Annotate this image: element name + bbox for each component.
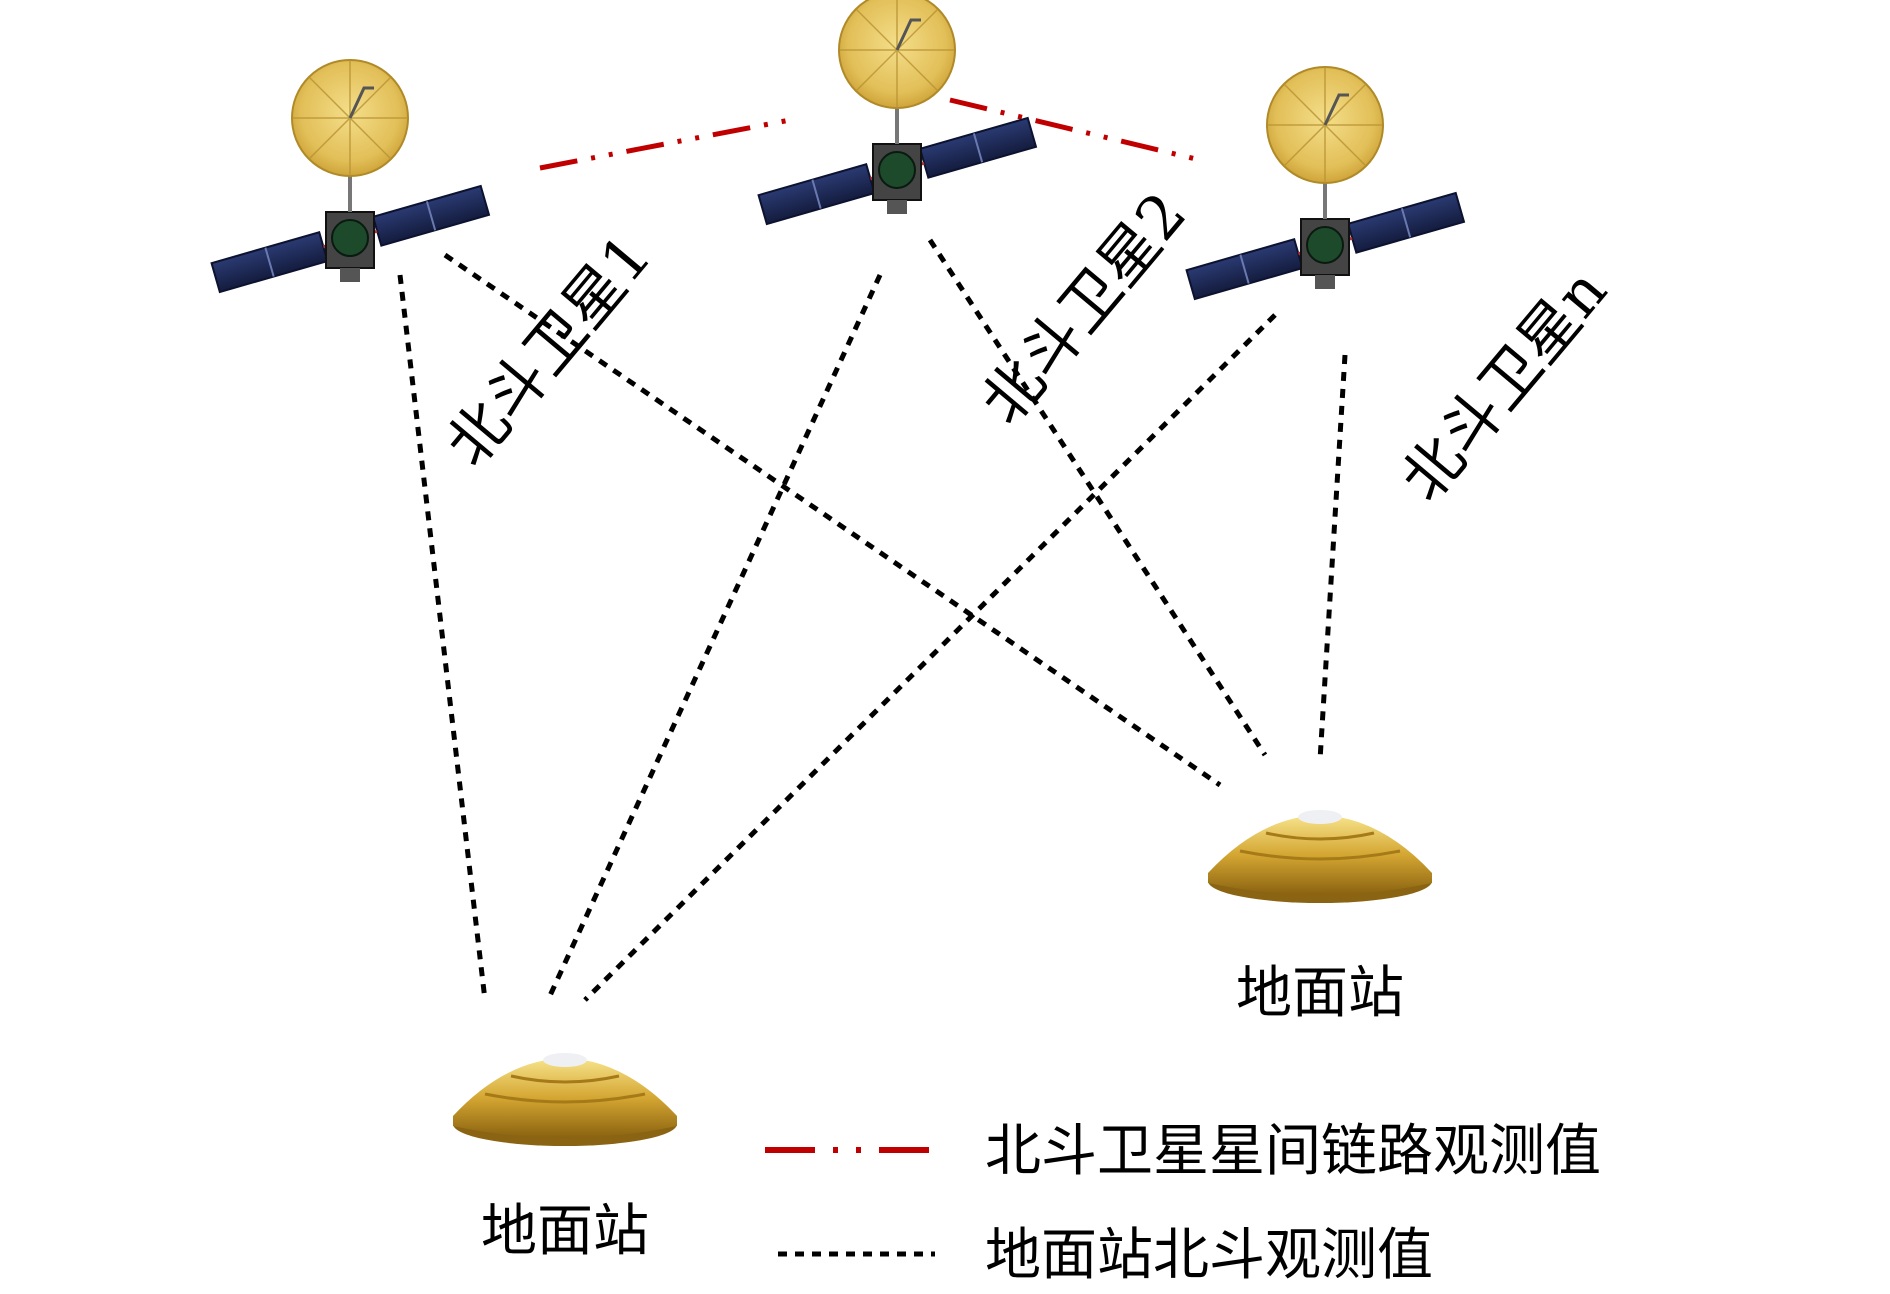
- obs-link-s2-g1: [545, 273, 883, 1002]
- satellite-2-icon: [756, 0, 1038, 226]
- ground-station-1-label: 地面站: [481, 1199, 649, 1264]
- legend-isl-label: 北斗卫星星间链路观测值: [985, 1119, 1601, 1184]
- satellite-n-icon: [1184, 65, 1466, 301]
- obs-link-sn-g1: [583, 313, 1277, 1002]
- obs-link-s1-g2: [443, 252, 1222, 788]
- satellite-n-label: 北斗卫星n: [1388, 256, 1621, 514]
- legend: 北斗卫星星间链路观测值 地面站北斗观测值: [765, 1119, 1601, 1288]
- satellite-2-label: 北斗卫星2: [968, 180, 1200, 438]
- isl-link-s1-s2: [539, 117, 791, 171]
- ground-station-2-icon: [1206, 808, 1434, 905]
- obs-link-sn-g2: [1317, 354, 1348, 761]
- ground-station-1-icon: [451, 1051, 679, 1148]
- obs-link-s1-g1: [397, 274, 488, 1001]
- legend-ground-label: 地面站北斗观测值: [985, 1223, 1433, 1288]
- ground-station-2-label: 地面站: [1236, 961, 1404, 1026]
- satellite-1-label: 北斗卫星1: [433, 222, 665, 480]
- inter-satellite-links: [539, 97, 1201, 171]
- obs-link-s2-g2: [927, 238, 1268, 757]
- ground-observation-links: [397, 238, 1348, 1002]
